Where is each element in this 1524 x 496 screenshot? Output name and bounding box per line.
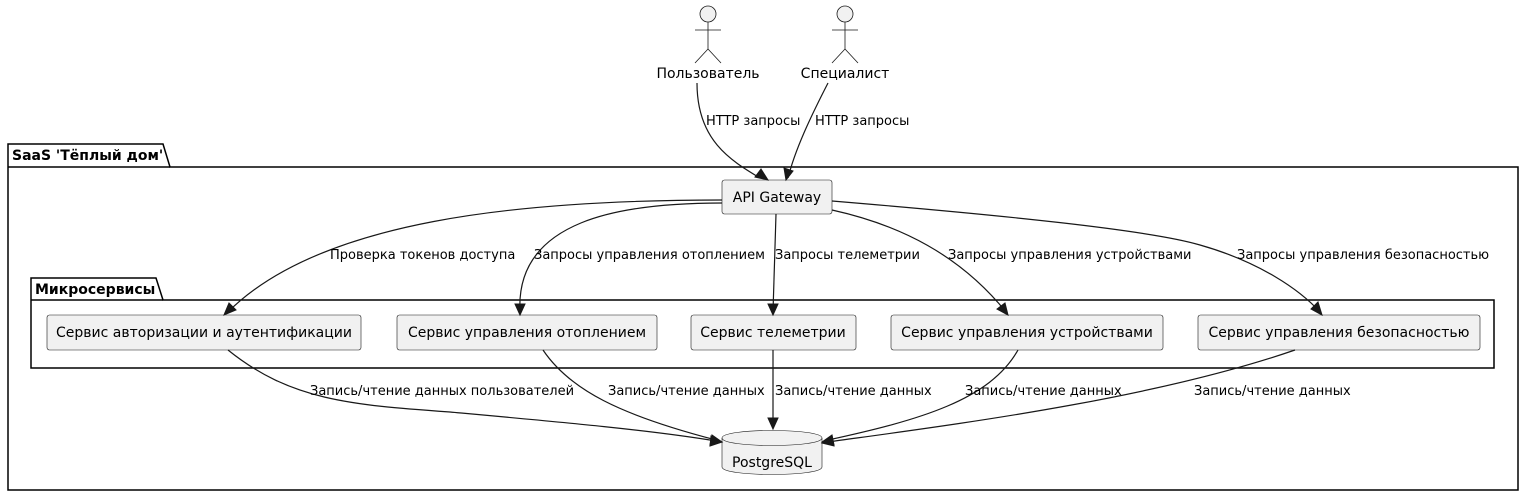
package-system: SaaS 'Тёплый дом' (7, 143, 1519, 491)
node-security: Сервис управления безопасностью (1197, 314, 1481, 351)
edge-telemetry-db-label: Запись/чтение данных (775, 384, 932, 399)
edge-gateway-heating: Запросы управления отоплением (514, 202, 765, 317)
edge-gateway-heating-label: Запросы управления отоплением (534, 248, 765, 263)
node-telemetry-label: Сервис телеметрии (700, 325, 846, 341)
node-heating: Сервис управления отоплением (396, 314, 658, 351)
node-db: PostgreSQL (721, 430, 823, 475)
edge-gateway-auth-label: Проверка токенов доступа (330, 248, 515, 263)
edge-user-gateway: HTTP запросы (696, 82, 800, 181)
node-telemetry: Сервис телеметрии (690, 314, 857, 351)
node-security-label: Сервис управления безопасностью (1209, 325, 1470, 341)
edge-security-db-label: Запись/чтение данных (1194, 384, 1351, 399)
edge-gateway-auth: Проверка токенов доступа (223, 199, 723, 316)
node-devices-label: Сервис управления устройствами (901, 325, 1153, 341)
edge-telemetry-db: Запись/чтение данных (767, 350, 932, 431)
node-db-label: PostgreSQL (732, 455, 812, 471)
edge-gateway-security-label: Запросы управления безопасностью (1237, 248, 1489, 263)
actor-user-icon (694, 5, 722, 64)
node-gateway-label: API Gateway (733, 190, 821, 206)
edge-gateway-devices-label: Запросы управления устройствами (948, 248, 1192, 263)
edge-devices-db-label: Запись/чтение данных (965, 384, 1122, 399)
actor-user: Пользователь (656, 5, 760, 82)
edge-user-gateway-label: HTTP запросы (706, 114, 800, 129)
actor-user-label: Пользователь (656, 66, 759, 82)
edge-gateway-security: Запросы управления безопасностью (831, 200, 1489, 317)
node-auth-label: Сервис авторизации и аутентификации (56, 325, 352, 341)
actor-specialist-label: Специалист (801, 66, 890, 82)
actor-specialist-icon (831, 5, 859, 64)
node-auth: Сервис авторизации и аутентификации (46, 314, 362, 351)
package-system-title: SaaS 'Тёплый дом' (12, 148, 163, 164)
edge-heating-db-label: Запись/чтение данных (608, 384, 765, 399)
edge-specialist-gateway: HTTP запросы (783, 82, 909, 182)
edge-security-db: Запись/чтение данных (820, 349, 1351, 447)
edge-auth-db-label: Запись/чтение данных пользователей (310, 384, 574, 399)
node-devices: Сервис управления устройствами (890, 314, 1164, 351)
edge-gateway-telemetry: Запросы телеметрии (767, 213, 920, 317)
edge-specialist-gateway-label: HTTP запросы (815, 114, 909, 129)
node-gateway: API Gateway (721, 179, 833, 215)
edge-gateway-devices: Запросы управления устройствами (831, 209, 1192, 316)
package-microservices: Микросервисы (30, 277, 1495, 369)
node-heating-label: Сервис управления отоплением (408, 325, 646, 341)
edge-heating-db: Запись/чтение данных (542, 349, 765, 446)
actor-specialist: Специалист (801, 5, 890, 82)
package-microservices-title: Микросервисы (35, 282, 155, 298)
edge-gateway-telemetry-label: Запросы телеметрии (775, 248, 920, 263)
